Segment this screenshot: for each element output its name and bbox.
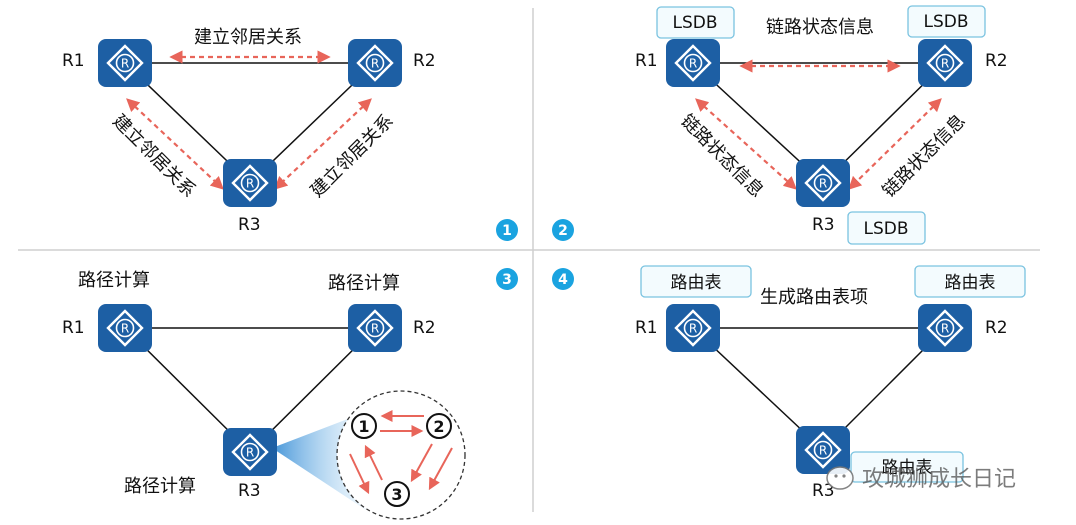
r1-label: R1 — [62, 318, 85, 338]
lsdb-r2-box: LSDB — [907, 5, 986, 38]
step-1-badge: 1 — [496, 219, 518, 241]
neighbor-arrow-left — [126, 98, 224, 190]
calc-r2-label: 路径计算 — [328, 273, 400, 294]
left-lsa-label: 链路状态信息 — [676, 111, 767, 202]
right-lsa-label: 链路状态信息 — [879, 111, 970, 202]
quadrant-4: 路由表 路由表 路由表 R1 R2 R3 生成路由表项 4 — [552, 265, 1026, 501]
r1-label: R1 — [635, 318, 658, 338]
calc-r1-label: 路径计算 — [78, 270, 150, 291]
lsa-arrow-right — [848, 98, 942, 190]
router-r1-icon — [664, 302, 722, 354]
router-r3-icon — [794, 157, 852, 209]
route-table-r3-box: 路由表 — [850, 451, 964, 483]
left-neighbor-label: 建立邻居关系 — [108, 111, 199, 202]
route-table-r1-box: 路由表 — [640, 265, 752, 298]
router-r1-icon — [664, 37, 722, 89]
svg-text:攻城狮成长日记: 攻城狮成长日记 — [862, 467, 1016, 492]
step-2-badge: 2 — [552, 219, 574, 241]
svg-text:路由表: 路由表 — [945, 273, 996, 293]
r2-label: R2 — [985, 318, 1008, 338]
router-r2-icon — [916, 302, 974, 354]
svg-text:2: 2 — [433, 417, 444, 436]
svg-text:3: 3 — [502, 272, 512, 288]
svg-text:LSDB: LSDB — [672, 13, 717, 33]
top-lsa-label: 链路状态信息 — [766, 17, 874, 38]
r3-label: R3 — [238, 215, 261, 235]
r2-label: R2 — [985, 51, 1008, 71]
router-r2-icon — [916, 37, 974, 89]
step-3-badge: 3 — [496, 268, 518, 290]
spf-node-3: 3 — [384, 481, 410, 507]
svg-text:路由表: 路由表 — [671, 273, 722, 293]
lsa-arrow-left — [695, 98, 797, 190]
step-4-badge: 4 — [552, 268, 574, 290]
svg-text:3: 3 — [391, 485, 402, 504]
lsdb-r3-box: LSDB — [847, 211, 926, 245]
watermark: 攻城狮成长日记 — [826, 466, 1016, 492]
r1-label: R1 — [635, 51, 658, 71]
neighbor-arrow-right — [274, 98, 372, 190]
svg-text:1: 1 — [502, 223, 512, 239]
quadrant-1: R1 R2 R3 建立邻居关系 建立邻居关系 建立邻居关系 1 — [62, 27, 518, 241]
svg-text:LSDB: LSDB — [863, 219, 908, 239]
route-table-r2-box: 路由表 — [914, 265, 1026, 298]
quadrant-3: 1 2 3 R1 R2 R3 路径计算 路径计算 路径计算 3 — [62, 268, 518, 520]
router-r2-icon — [346, 302, 404, 354]
svg-text:1: 1 — [358, 417, 369, 436]
r2-label: R2 — [413, 51, 436, 71]
calc-r3-label: 路径计算 — [124, 476, 196, 497]
svg-text:4: 4 — [558, 272, 568, 288]
r3-label: R3 — [238, 481, 261, 501]
spf-node-1: 1 — [351, 413, 377, 439]
router-r3-icon — [221, 426, 279, 478]
router-r1-icon — [96, 37, 154, 89]
svg-text:LSDB: LSDB — [923, 12, 968, 32]
r2-label: R2 — [413, 318, 436, 338]
top-neighbor-label: 建立邻居关系 — [194, 27, 302, 48]
lsdb-r1-box: LSDB — [656, 6, 735, 39]
wechat-icon — [826, 466, 854, 490]
r1-label: R1 — [62, 51, 85, 71]
quadrant-2: LSDB LSDB LSDB R1 R2 R3 链路状态信息 链路状态信息 链路… — [552, 5, 1008, 245]
r3-label: R3 — [812, 215, 835, 235]
r3-label: R3 — [812, 481, 835, 501]
router-r3-icon — [221, 157, 279, 209]
svg-text:路由表: 路由表 — [882, 458, 933, 478]
router-r2-icon — [346, 37, 404, 89]
spf-node-2: 2 — [426, 413, 452, 439]
svg-text:2: 2 — [558, 223, 568, 239]
router-r1-icon — [96, 302, 154, 354]
right-neighbor-label: 建立邻居关系 — [307, 111, 398, 202]
generate-routes-label: 生成路由表项 — [760, 287, 868, 308]
